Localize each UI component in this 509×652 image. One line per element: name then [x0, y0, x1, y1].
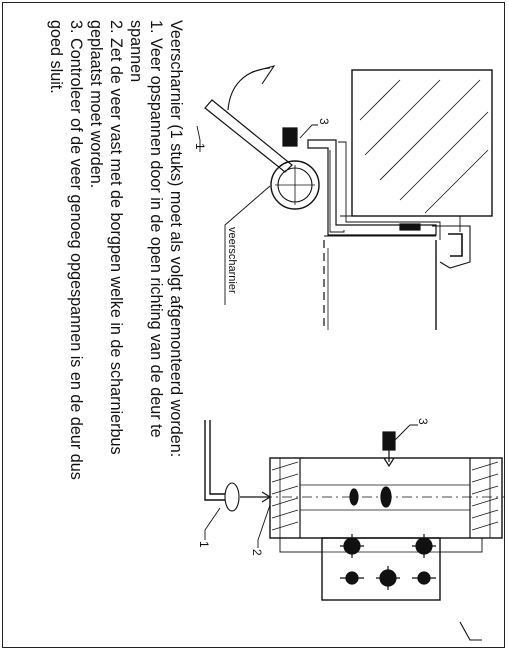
- instruction-text: Veerscharnier (1 stuks) moet als volgt a…: [47, 20, 185, 480]
- hinge-label: veerscharnier: [226, 227, 238, 294]
- glass-pane: [351, 69, 493, 217]
- key-rotation-arrow: [224, 482, 240, 512]
- allen-key: [204, 420, 225, 501]
- instruction-title: Veerscharnier (1 stuks) moet als volgt a…: [167, 20, 185, 457]
- top-callout-1: 1: [193, 143, 207, 150]
- bottom-callout-2: 2: [250, 549, 264, 556]
- top-callout-3: 3: [317, 118, 331, 125]
- hinge-barrel: [270, 160, 320, 210]
- screw-holes: [340, 534, 436, 590]
- rotation-arrow: [227, 67, 271, 111]
- top-section-drawing: [196, 65, 493, 330]
- door-profile: [307, 139, 437, 236]
- glass-hatch: [359, 79, 489, 214]
- step-3-line-1: 3. Controleer of de veer genoeg opgespan…: [67, 20, 85, 480]
- step-2-line-2: geplaatst moet worden.: [87, 20, 105, 188]
- mounting-plate: [321, 537, 441, 601]
- bottom-callout-3: 3: [416, 418, 430, 425]
- hinge-hatch: [271, 461, 499, 531]
- step-2-line-1: 2. Zet de veer vast met de borgpen welke…: [107, 20, 125, 455]
- spring-lever: [204, 99, 293, 173]
- lock-pin: [282, 127, 298, 147]
- bottom-lock-pin: [382, 431, 396, 451]
- bottom-section-drawing: [204, 420, 505, 641]
- corner-mark: [459, 621, 482, 641]
- bottom-callout-1: 1: [197, 541, 211, 548]
- seal-profile: [432, 225, 471, 269]
- gasket: [399, 223, 421, 231]
- step-3-line-2: goed sluit.: [47, 20, 65, 94]
- page-border: [2, 2, 505, 648]
- step-1-line-2: spannen: [127, 20, 145, 82]
- step-1-line-1: 1. Veer opspannen door in de open richti…: [147, 20, 165, 438]
